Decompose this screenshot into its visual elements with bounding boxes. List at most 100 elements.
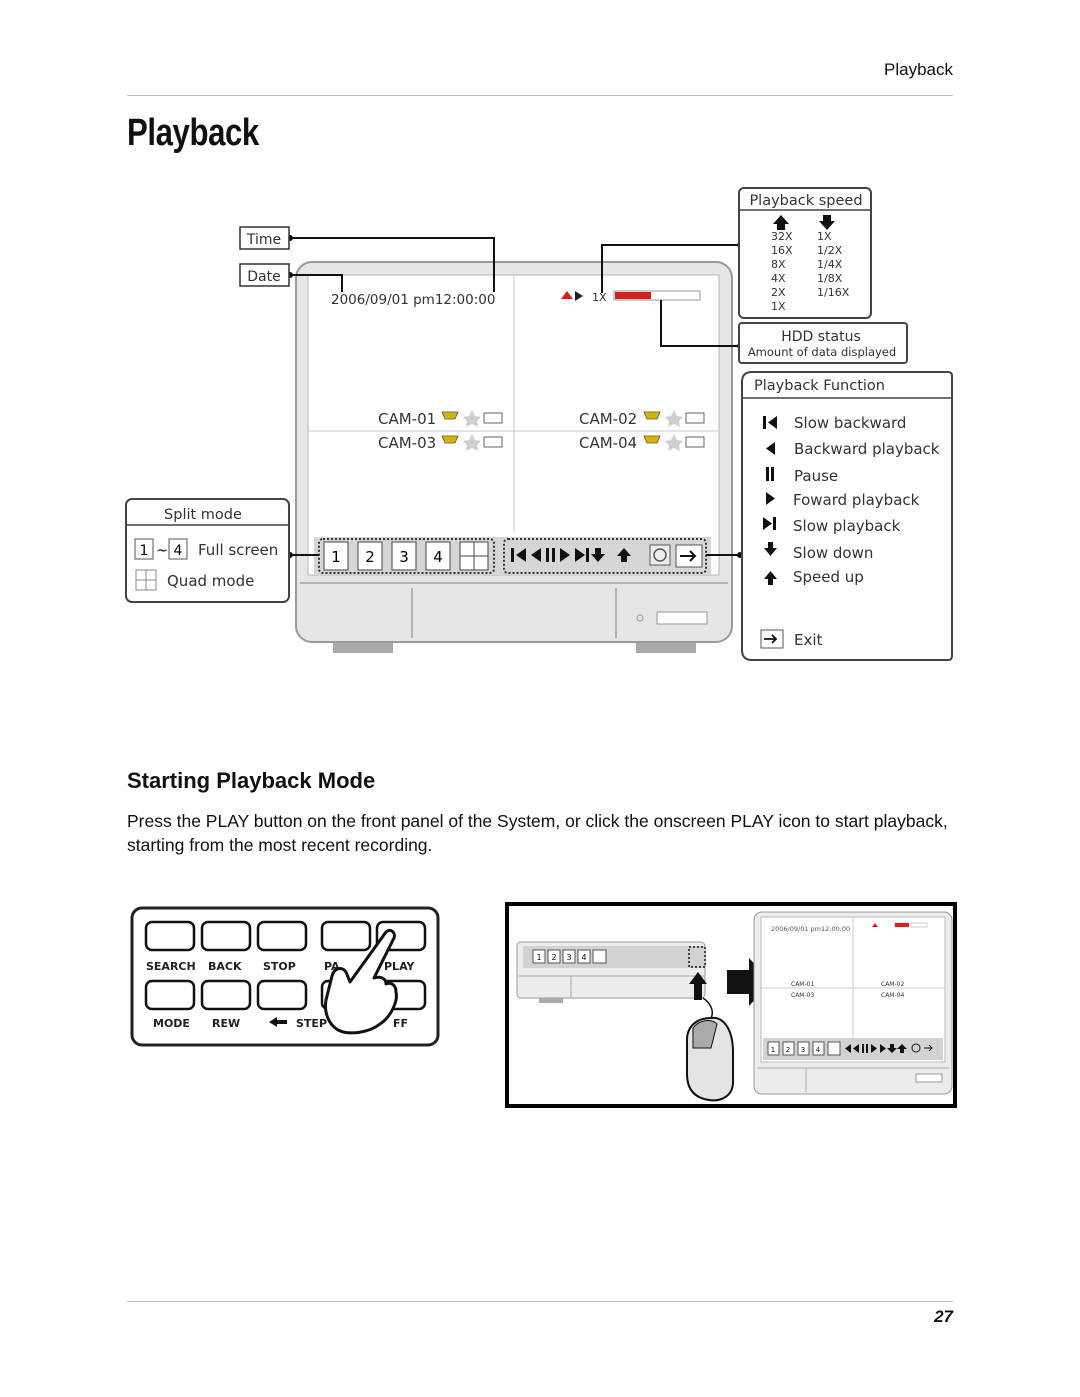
pause-key[interactable] [320, 920, 372, 952]
exit-button[interactable] [675, 544, 703, 568]
front-panel-figure: SEARCH BACK STOP PA PLAY MODE REW STEP F… [130, 906, 440, 1047]
playback-function-callout: Playback Function Slow backward Backward… [741, 371, 953, 661]
svg-text:Playback Function: Playback Function [754, 378, 885, 394]
svg-text:CAM-04: CAM-04 [881, 992, 904, 999]
svg-text:PLAY: PLAY [384, 960, 416, 973]
function-label-slow-down: Slow down [793, 544, 873, 562]
svg-text:1: 1 [771, 1046, 775, 1054]
svg-text:REW: REW [212, 1017, 240, 1030]
monitor [295, 261, 733, 653]
svg-text:3: 3 [566, 953, 571, 962]
hdd-bar [613, 290, 701, 301]
footer-rule [127, 1301, 953, 1302]
split-buttons: 1 2 3 4 [323, 541, 489, 571]
svg-text:4: 4 [433, 548, 443, 566]
page-title: Playback [127, 112, 259, 154]
svg-text:1X: 1X [817, 230, 832, 243]
svg-text:1/4X: 1/4X [817, 258, 843, 271]
svg-text:SEARCH: SEARCH [146, 960, 196, 973]
search-key[interactable] [144, 920, 196, 952]
svg-text:2X: 2X [771, 286, 786, 299]
stop-key[interactable] [256, 920, 308, 952]
svg-text:Playback speed: Playback speed [749, 193, 862, 209]
svg-text:4X: 4X [771, 272, 786, 285]
zoom-button[interactable] [649, 544, 671, 566]
body-paragraph: Press the PLAY button on the front panel… [127, 811, 948, 855]
mode-key[interactable] [144, 979, 196, 1011]
slow-playback-icon [763, 517, 776, 530]
connector-lines [290, 237, 740, 556]
split-button-2[interactable] [357, 541, 383, 571]
svg-text:8X: 8X [771, 258, 786, 271]
cam-label-2: CAM-02 [579, 410, 637, 428]
svg-text:STOP: STOP [263, 960, 296, 973]
svg-text:FF: FF [393, 1017, 408, 1030]
slow-backward-icon [763, 416, 777, 429]
section-heading: Starting Playback Mode [127, 768, 376, 793]
function-label-slow-backward: Slow backward [794, 414, 906, 432]
svg-text:Date: Date [247, 269, 280, 285]
split-button-3[interactable] [391, 541, 417, 571]
slow-backward-button[interactable] [511, 548, 526, 562]
mouse-icon [686, 997, 734, 1102]
pause-button[interactable] [546, 548, 555, 562]
datetime-overlay: 2006/09/01 pm12:00:00 [331, 292, 495, 308]
svg-text:1: 1 [536, 953, 541, 962]
playback-status-icon [561, 291, 583, 301]
svg-text:~: ~ [156, 543, 168, 559]
page-number: 27 [934, 1307, 953, 1326]
backward-playback-icon [766, 442, 775, 455]
hdd-status-callout: HDD status Amount of data displayed [738, 322, 908, 364]
mini-datetime: 2006/09/01 pm12:00:00 [771, 925, 850, 933]
svg-text:2: 2 [551, 953, 556, 962]
exit-icon [760, 629, 784, 649]
svg-text:1X: 1X [771, 300, 786, 313]
split-buttons-group [318, 538, 495, 574]
slow-down-icon [764, 542, 777, 556]
svg-text:Full screen: Full screen [198, 541, 278, 559]
up-arrow-icon [689, 972, 707, 1000]
onscreen-play-icon[interactable] [688, 946, 706, 968]
split-button-1[interactable] [323, 541, 349, 571]
pause-icon [766, 467, 774, 481]
playback-controls [511, 544, 703, 568]
function-label-pause: Pause [794, 467, 838, 485]
svg-text:4: 4 [581, 953, 586, 962]
svg-text:3: 3 [399, 548, 409, 566]
svg-text:Split mode: Split mode [164, 507, 242, 523]
function-label-slow-playback: Slow playback [793, 517, 901, 535]
speed-up-icon [764, 571, 777, 585]
svg-text:Amount of data displayed: Amount of data displayed [748, 345, 896, 359]
speed-up-icon [773, 215, 789, 230]
cam-label-3: CAM-03 [378, 434, 436, 452]
function-label-exit: Exit [794, 631, 823, 649]
backward-button[interactable] [531, 548, 541, 562]
forward-button[interactable] [560, 548, 570, 562]
svg-text:Quad mode: Quad mode [167, 572, 254, 590]
speed-up-button[interactable] [617, 548, 631, 562]
step-back-arrow-icon [269, 1017, 287, 1027]
svg-text:3: 3 [801, 1046, 805, 1054]
svg-text:1/8X: 1/8X [817, 272, 843, 285]
step-back-key[interactable] [256, 979, 308, 1011]
svg-text:CAM-03: CAM-03 [791, 992, 814, 999]
svg-text:32X: 32X [771, 230, 793, 243]
svg-text:STEP: STEP [296, 1017, 327, 1030]
hdd-bar-fill [615, 292, 651, 299]
slow-playback-button[interactable] [575, 548, 589, 562]
slow-down-button[interactable] [591, 548, 605, 562]
quad-mode-button[interactable] [459, 541, 489, 571]
function-label-backward: Backward playback [794, 440, 940, 458]
function-label-speed-up: Speed up [793, 568, 864, 586]
mini-playback-controls [845, 1043, 933, 1053]
date-callout: Date [239, 263, 290, 287]
svg-text:MODE: MODE [153, 1017, 190, 1030]
back-key[interactable] [200, 920, 252, 952]
svg-text:2: 2 [365, 548, 375, 566]
svg-text:1/16X: 1/16X [817, 286, 850, 299]
split-button-4[interactable] [425, 541, 451, 571]
onscreen-play-figure: 1 2 3 4 2006/09/01 pm12:00:00 CAM-01 CAM… [505, 902, 957, 1108]
svg-text:CAM-02: CAM-02 [881, 981, 904, 988]
svg-text:Time: Time [246, 232, 281, 248]
rew-key[interactable] [200, 979, 252, 1011]
